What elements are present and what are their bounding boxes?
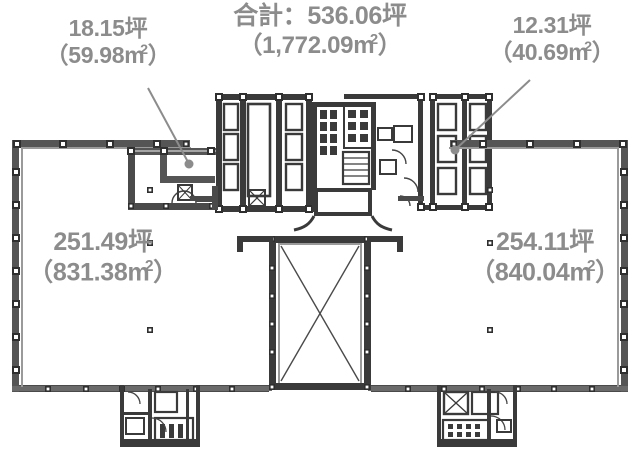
- total-area-tsubo: 合計：536.06坪: [233, 2, 407, 30]
- service-core-left: [127, 147, 222, 210]
- restroom-block-southeast: [437, 385, 517, 447]
- left-wing-shell: [12, 140, 272, 392]
- top-right-sqm: （40.69m2）: [489, 39, 615, 66]
- central-core-block: [215, 93, 313, 213]
- leader-line-top-right: [450, 79, 531, 155]
- top-left-tsubo: 18.15坪: [68, 15, 148, 41]
- right-wing-sqm: （840.04m2）: [470, 257, 620, 287]
- atrium-void-with-cross-hatch: [237, 236, 403, 390]
- leader-line-top-left: [147, 87, 194, 169]
- total-area-sqm: （1,772.09m2）: [238, 31, 402, 59]
- corridor-links: [190, 186, 424, 210]
- top-left-sqm: （59.98m2）: [45, 42, 171, 69]
- area-label-left-wing: 251.49坪 （831.38m2）: [8, 228, 198, 288]
- restroom-block-southwest: [120, 385, 200, 447]
- right-wing-shell: [368, 140, 628, 392]
- top-right-tsubo: 12.31坪: [512, 12, 592, 38]
- area-label-top-left: 18.15坪 （59.98m2）: [28, 15, 188, 69]
- left-wing-sqm: （831.38m2）: [28, 257, 178, 287]
- area-label-top-right: 12.31坪 （40.69m2）: [472, 12, 632, 66]
- total-area-label: 合計：536.06坪 （1,772.09m2）: [215, 2, 425, 60]
- left-wing-tsubo: 251.49坪: [53, 228, 153, 256]
- elevator-lobby-center: [293, 102, 413, 232]
- area-label-right-wing: 254.11坪 （840.04m2）: [450, 228, 640, 288]
- right-wing-tsubo: 254.11坪: [496, 228, 594, 256]
